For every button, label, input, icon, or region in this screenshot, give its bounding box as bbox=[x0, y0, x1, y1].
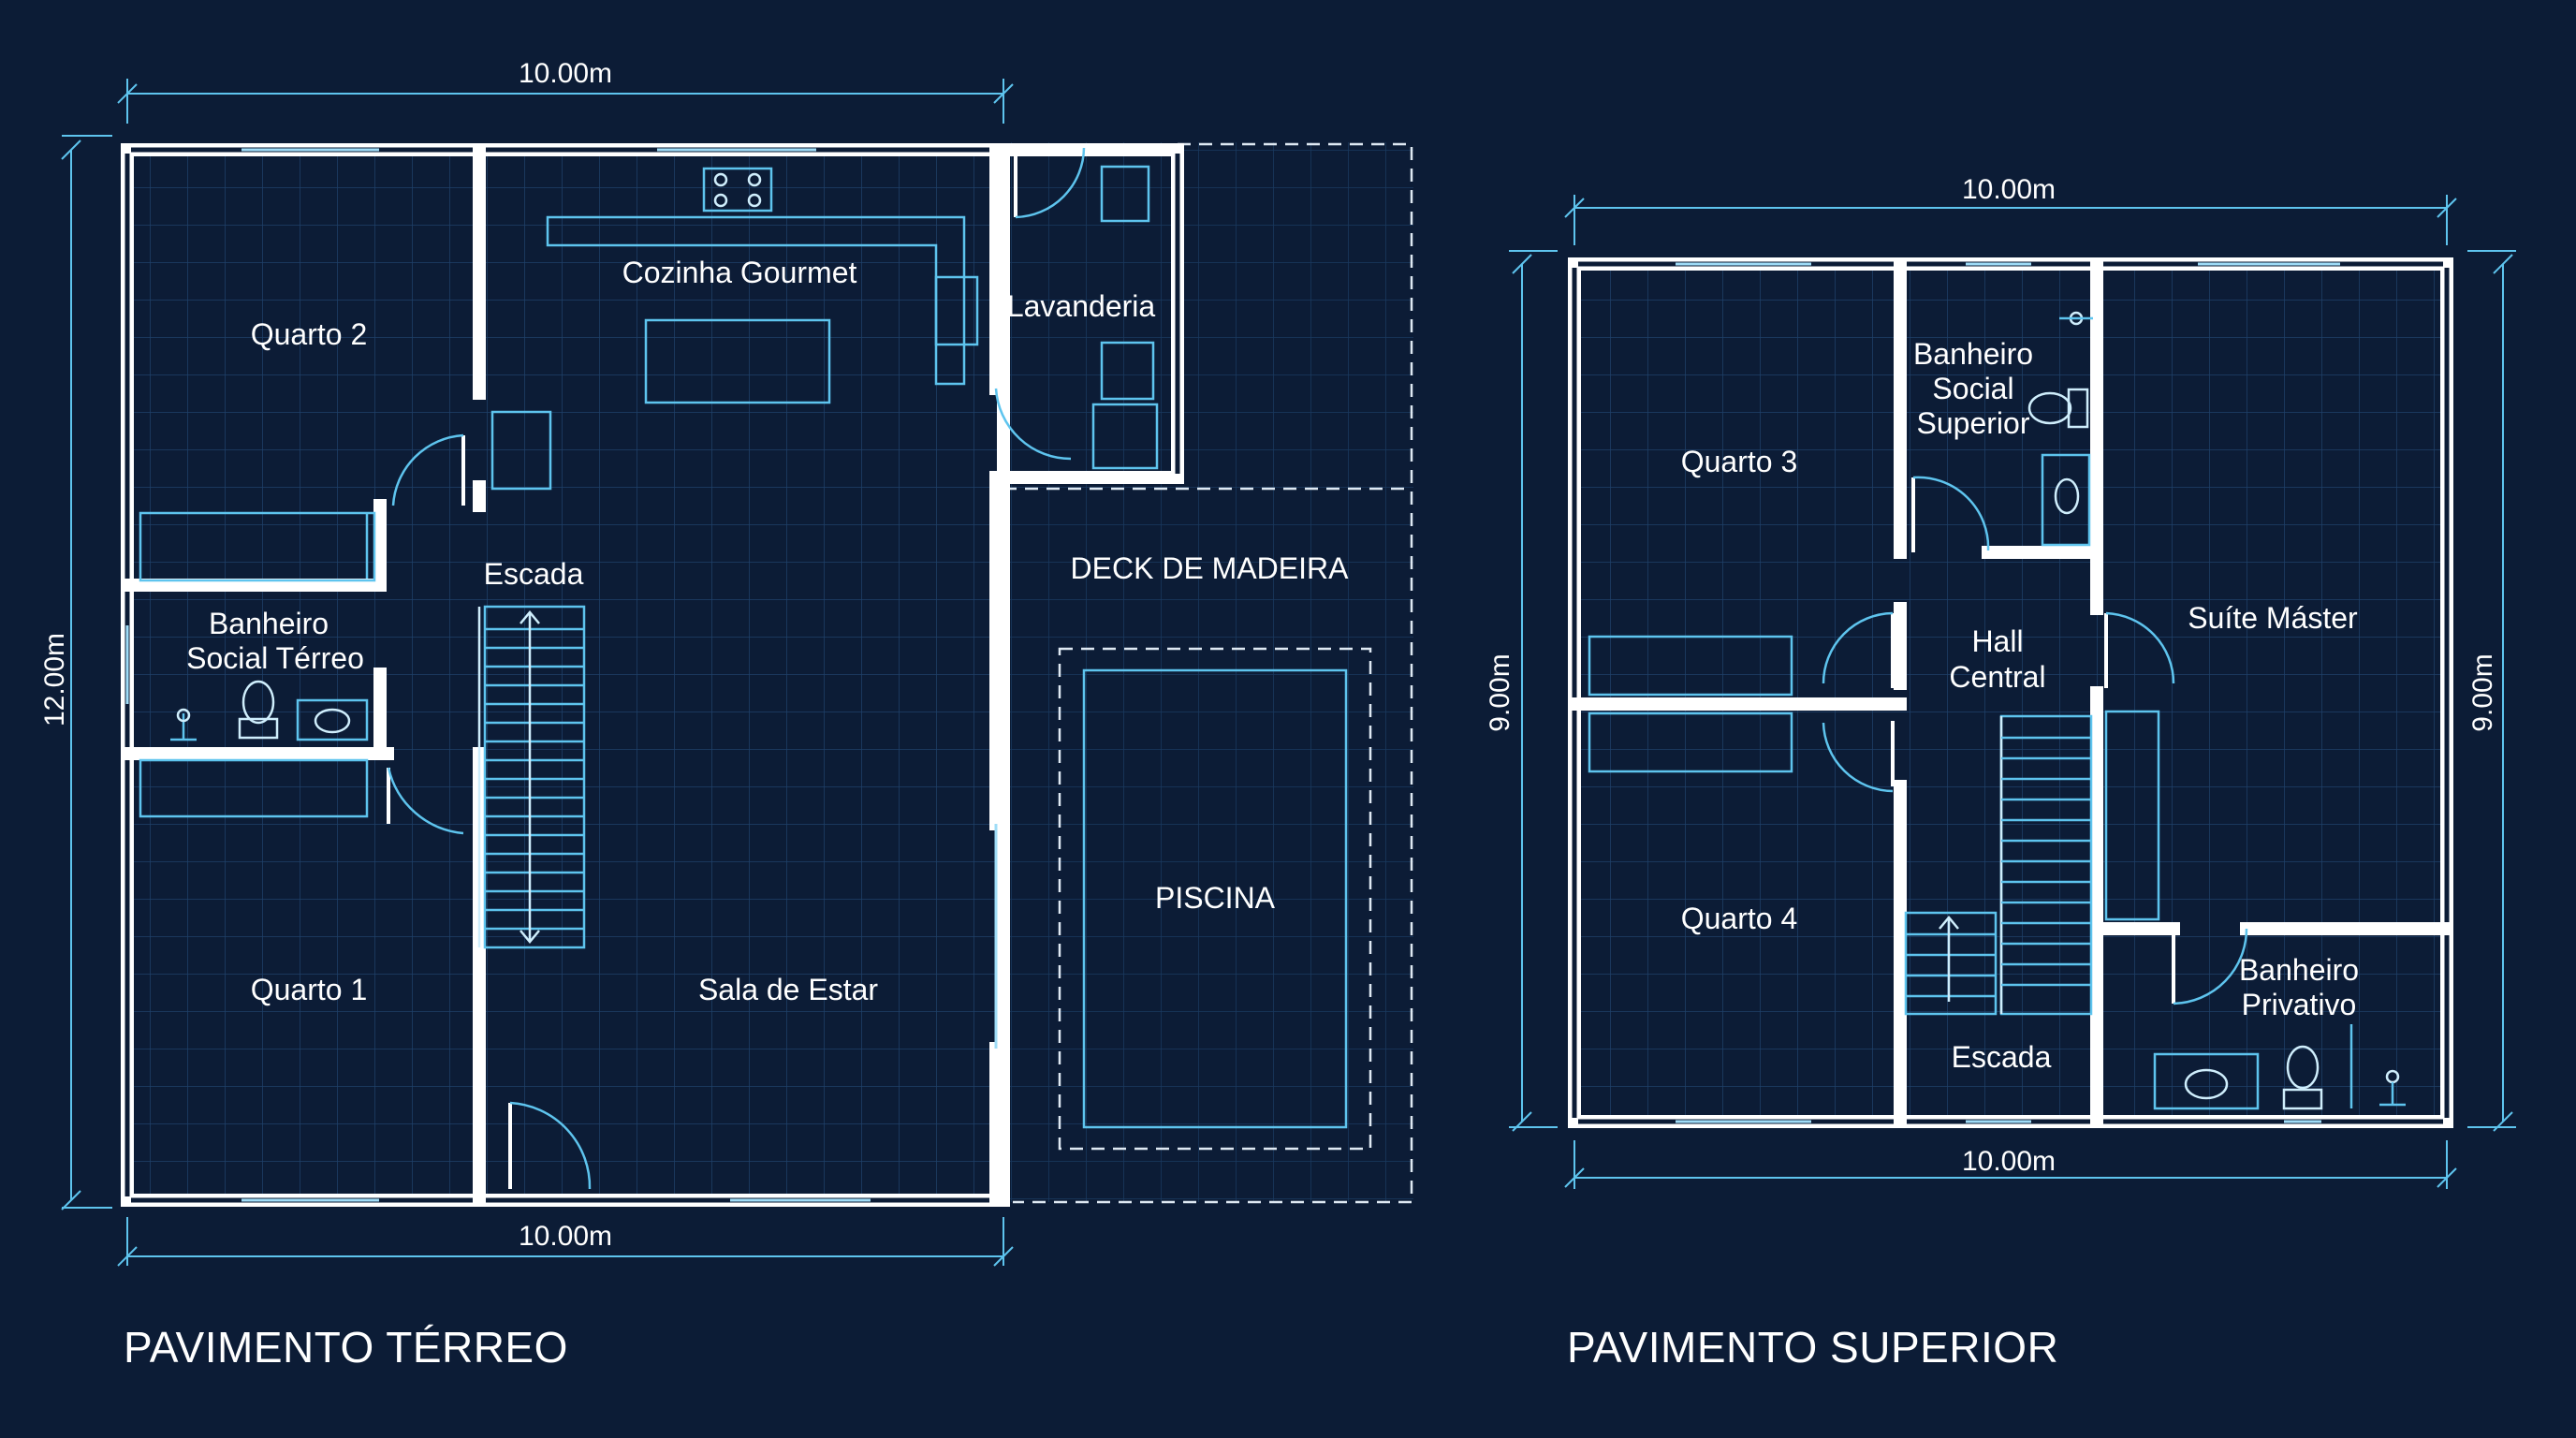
upper-floor-title: PAVIMENTO SUPERIOR bbox=[1567, 1323, 2058, 1372]
door-quarto3 bbox=[1822, 611, 1895, 688]
door-laundry-top bbox=[1014, 145, 1086, 219]
room-label-banheiro-social-line3: Superior bbox=[1917, 406, 2030, 440]
burner-1 bbox=[713, 172, 728, 187]
ground-width-bottom-label: 10.00m bbox=[519, 1221, 612, 1252]
laundry-machine bbox=[1100, 165, 1150, 223]
upper-dimension-top bbox=[1564, 195, 2457, 245]
upper-dimension-left bbox=[1509, 250, 1558, 1132]
room-label-escada: Escada bbox=[484, 557, 584, 591]
room-label-hall-line2: Central bbox=[1949, 660, 2045, 694]
laundry-counter bbox=[1091, 403, 1159, 470]
bath-priv-vanity bbox=[2153, 1052, 2260, 1110]
upper-floor-grid bbox=[1574, 264, 2447, 1122]
ground-floor-grid bbox=[127, 150, 1003, 1200]
door-entrance bbox=[508, 1101, 592, 1190]
ground-floor-plan: 10.00m 10.00m 12.00m Quarto 2 Cozinha Go… bbox=[39, 58, 1413, 1372]
room-label-banheiro-line2: Social Térreo bbox=[186, 641, 364, 675]
pool-inner bbox=[1082, 668, 1348, 1129]
quarto1-wardrobe bbox=[139, 758, 369, 818]
upper-width-bottom-label: 10.00m bbox=[1962, 1146, 2056, 1177]
laundry-sink bbox=[1100, 341, 1155, 401]
pool-outline bbox=[1058, 647, 1372, 1151]
bath-priv-toilet-tank bbox=[2282, 1088, 2323, 1110]
room-label-suite: Suíte Máster bbox=[2188, 601, 2358, 635]
upper-floor-plan: 10.00m 10.00m 9.00m 9.00m Quarto 3 B bbox=[1485, 174, 2516, 1372]
burner-3 bbox=[713, 193, 728, 208]
deck-boundary bbox=[1013, 142, 1413, 1204]
bath-vanity bbox=[296, 698, 369, 741]
door-bath bbox=[387, 767, 464, 835]
door-suite bbox=[2104, 611, 2175, 688]
upper-height-right-label: 9.00m bbox=[2467, 653, 2498, 731]
room-label-banheiro-social-line1: Banheiro bbox=[1913, 337, 2033, 371]
room-label-banheiro-social-line2: Social bbox=[1932, 372, 2013, 405]
door-laundry-side bbox=[994, 388, 1072, 461]
quarto2-wardrobe bbox=[139, 511, 376, 582]
ground-dimension-top bbox=[117, 79, 1014, 124]
burner-4 bbox=[747, 193, 762, 208]
room-label-piscina: PISCINA bbox=[1155, 881, 1276, 915]
bath-social-toilet bbox=[2027, 391, 2072, 425]
upper-dimension-right bbox=[2467, 250, 2516, 1132]
kitchen-island bbox=[644, 318, 831, 404]
kitchen-sink bbox=[934, 275, 979, 346]
bath-toilet-tank bbox=[238, 717, 279, 740]
room-label-sala: Sala de Estar bbox=[698, 973, 878, 1006]
kitchen-cooktop bbox=[702, 167, 773, 213]
bath-priv-sink bbox=[2184, 1068, 2229, 1100]
suite-wardrobe bbox=[2104, 710, 2160, 921]
room-label-quarto2: Quarto 2 bbox=[251, 317, 368, 351]
kitchen-cabinet bbox=[490, 410, 552, 491]
door-quarto4 bbox=[1822, 721, 1895, 793]
room-label-lavanderia: Lavanderia bbox=[1007, 289, 1156, 323]
bath-social-toilet-tank bbox=[2067, 388, 2089, 429]
kitchen-counter bbox=[546, 215, 966, 386]
bath-social-vanity bbox=[2041, 453, 2091, 547]
ground-width-top-label: 10.00m bbox=[519, 58, 612, 89]
bath-shower-head bbox=[176, 708, 191, 723]
quarto4-wardrobe bbox=[1588, 712, 1793, 773]
room-label-hall-line1: Hall bbox=[1971, 624, 2023, 658]
upper-staircase bbox=[1904, 714, 2093, 1016]
room-label-banheiro-priv-line2: Privativo bbox=[2242, 988, 2357, 1021]
bath-sink bbox=[314, 708, 351, 734]
ground-floor-title: PAVIMENTO TÉRREO bbox=[124, 1323, 568, 1372]
ground-dimension-left bbox=[61, 135, 112, 1211]
room-label-cozinha: Cozinha Gourmet bbox=[622, 256, 857, 289]
ground-staircase bbox=[477, 605, 586, 949]
room-label-banheiro-priv-line1: Banheiro bbox=[2239, 953, 2359, 987]
ground-dimension-bottom bbox=[117, 1217, 1014, 1267]
ground-height-label: 12.00m bbox=[39, 633, 70, 726]
room-label-escada-superior: Escada bbox=[1952, 1040, 2052, 1074]
burner-2 bbox=[747, 172, 762, 187]
upper-dimension-bottom bbox=[1564, 1140, 2457, 1189]
bath-social-sink bbox=[2054, 477, 2080, 515]
quarto3-wardrobe bbox=[1588, 635, 1793, 697]
bath-priv-toilet bbox=[2286, 1045, 2320, 1090]
room-label-quarto4: Quarto 4 bbox=[1681, 902, 1798, 935]
bath-toilet bbox=[242, 680, 275, 725]
upper-height-left-label: 9.00m bbox=[1485, 653, 1515, 731]
room-label-quarto3: Quarto 3 bbox=[1681, 445, 1798, 478]
room-label-banheiro-line1: Banheiro bbox=[209, 607, 329, 640]
room-label-quarto1: Quarto 1 bbox=[251, 973, 368, 1006]
room-label-deck: DECK DE MADEIRA bbox=[1071, 551, 1350, 585]
door-bath-priv bbox=[2172, 928, 2248, 1005]
door-quarto2 bbox=[391, 433, 465, 506]
door-bath-social bbox=[1911, 476, 1990, 552]
upper-width-top-label: 10.00m bbox=[1962, 174, 2056, 205]
